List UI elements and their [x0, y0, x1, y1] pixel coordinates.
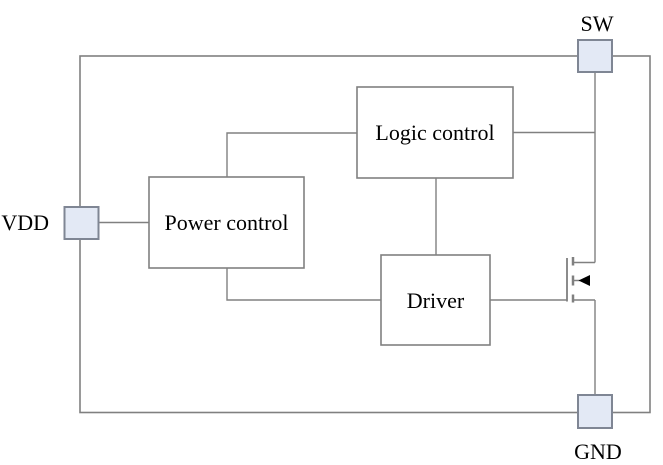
vdd-pad-icon	[63, 206, 100, 240]
driver-block: Driver	[380, 254, 491, 346]
power-control-block: Power control	[148, 176, 305, 269]
connector-power-control-to-driver	[226, 268, 381, 301]
gnd-pad-icon	[577, 394, 613, 429]
logic-control-box	[356, 86, 514, 179]
connector-power-control-to-logic-control	[226, 132, 357, 177]
driver-box	[380, 254, 491, 346]
vdd-pin-label: VDD	[1, 210, 49, 235]
mosfet-body-arrow	[578, 275, 590, 286]
sw-pin-label: SW	[581, 11, 614, 36]
gnd-pin-label: GND	[574, 439, 622, 464]
nmos-transistor-icon	[566, 257, 595, 303]
logic-control-block: Logic control	[356, 86, 514, 179]
sw-pad-icon	[577, 39, 613, 73]
power-control-box	[148, 176, 305, 269]
power-control-label: Power control	[164, 210, 288, 235]
driver-label: Driver	[407, 288, 465, 313]
logic-control-label: Logic control	[375, 120, 494, 145]
